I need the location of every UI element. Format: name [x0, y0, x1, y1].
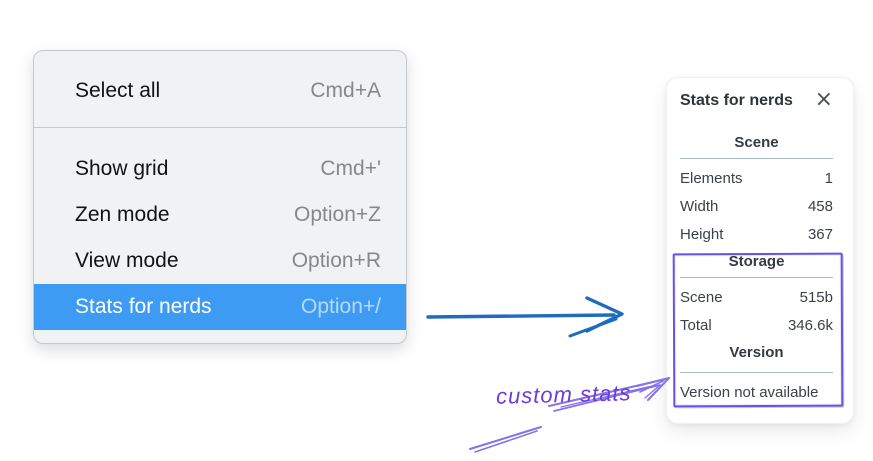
menu-item-label: View mode — [75, 249, 179, 272]
menu-divider — [34, 127, 406, 128]
stat-value: 515b — [799, 288, 833, 306]
version-section-header: Version — [729, 344, 784, 361]
menu-section-bottom: Show grid Cmd+' Zen mode Option+Z View m… — [34, 128, 406, 343]
panel-title: Stats for nerds — [680, 92, 793, 109]
menu-item-label: Show grid — [75, 157, 169, 180]
stat-label: Width — [680, 197, 719, 215]
menu-item-shortcut: Option+R — [291, 249, 381, 272]
stat-label: Total — [680, 316, 712, 334]
stat-row-total-size: Total 346.6k — [680, 311, 833, 339]
context-menu: Select all Cmd+A Show grid Cmd+' Zen mod… — [33, 50, 407, 344]
stat-row-elements: Elements 1 — [680, 164, 833, 192]
stat-value: 367 — [807, 225, 833, 243]
menu-item-shortcut: Cmd+' — [320, 157, 381, 180]
stat-value: 346.6k — [787, 316, 833, 334]
menu-item-show-grid[interactable]: Show grid Cmd+' — [34, 146, 406, 192]
stat-row-scene-size: Scene 515b — [680, 283, 833, 311]
custom-stats-annotation-label: custom stats — [495, 380, 632, 409]
panel-header: Stats for nerds × — [680, 88, 833, 114]
version-divider — [680, 372, 833, 373]
menu-item-stats-for-nerds[interactable]: Stats for nerds Option+/ — [34, 284, 406, 330]
menu-item-label: Zen mode — [75, 203, 170, 226]
menu-item-label: Stats for nerds — [75, 295, 212, 318]
menu-item-label: Select all — [75, 78, 161, 102]
stat-value: 458 — [807, 197, 833, 215]
storage-section-header: Storage — [728, 253, 785, 270]
custom-stats-section: Storage Scene 515b Total 346.6k Version … — [672, 252, 844, 408]
storage-rows: Scene 515b Total 346.6k — [680, 283, 833, 339]
stats-for-nerds-panel: Stats for nerds × Scene Elements 1 Width… — [666, 77, 854, 424]
menu-item-select-all[interactable]: Select all Cmd+A — [34, 68, 406, 113]
stat-row-width: Width 458 — [680, 192, 833, 220]
version-note: Version not available — [680, 384, 819, 401]
stat-label: Height — [680, 225, 724, 243]
scene-rows: Elements 1 Width 458 Height 367 — [680, 164, 833, 248]
menu-item-shortcut: Cmd+A — [310, 78, 381, 102]
storage-divider — [680, 277, 833, 278]
stat-label: Scene — [680, 288, 723, 306]
menu-item-shortcut: Option+Z — [294, 203, 381, 226]
menu-item-shortcut: Option+/ — [301, 295, 381, 318]
stat-label: Elements — [680, 169, 743, 187]
stat-value: 1 — [824, 169, 833, 187]
stat-row-height: Height 367 — [680, 220, 833, 248]
menu-item-view-mode[interactable]: View mode Option+R — [34, 238, 406, 284]
menu-section-top: Select all Cmd+A — [34, 51, 406, 127]
scene-divider — [680, 158, 833, 159]
scene-section-header: Scene — [734, 134, 779, 151]
close-icon[interactable]: × — [814, 87, 833, 112]
menu-item-zen-mode[interactable]: Zen mode Option+Z — [34, 192, 406, 238]
